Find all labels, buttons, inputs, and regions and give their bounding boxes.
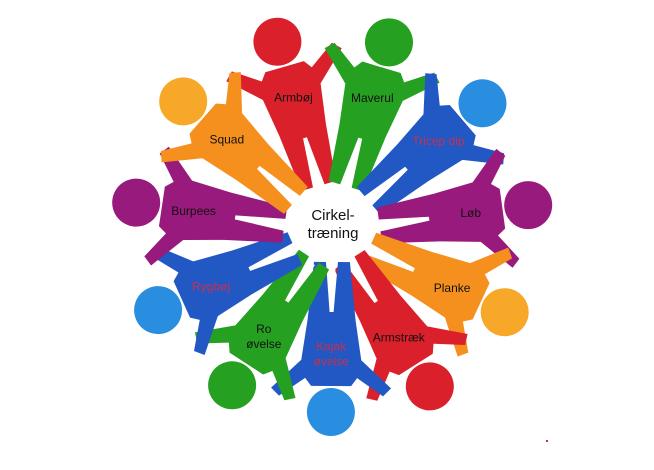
exercise-label: øvelse xyxy=(246,337,282,351)
person-head xyxy=(306,388,355,436)
person-figure xyxy=(194,249,330,410)
leg-gap xyxy=(304,141,322,184)
person-body xyxy=(361,232,513,357)
exercise-label: Armstræk xyxy=(373,330,426,344)
exercise-label: Kajak xyxy=(316,340,347,354)
center-label-line2: træning xyxy=(308,225,359,242)
leg-gap xyxy=(383,217,426,229)
person-head xyxy=(480,288,529,337)
person-figure xyxy=(271,261,392,436)
person-head xyxy=(208,361,257,410)
person-body xyxy=(160,72,308,214)
person-figure xyxy=(324,18,440,192)
leg-gap xyxy=(287,260,315,300)
person-body xyxy=(271,261,392,397)
person-body xyxy=(151,232,303,355)
leg-gap xyxy=(343,141,361,184)
person-head xyxy=(134,286,183,335)
person-figure xyxy=(361,232,529,357)
exercise-label: øvelse xyxy=(314,355,350,369)
person-head xyxy=(112,178,161,227)
leg-gap xyxy=(370,247,412,271)
person-figure xyxy=(159,72,308,214)
person-head xyxy=(365,18,413,67)
center-label-line1: Cirkel- xyxy=(311,207,354,224)
person-head xyxy=(504,181,553,230)
leg-gap xyxy=(260,168,296,201)
person-figure xyxy=(356,73,507,215)
person-head xyxy=(458,79,507,128)
exercise-label: Armbøj xyxy=(274,90,313,104)
person-body xyxy=(334,250,468,401)
exercise-label: Planke xyxy=(434,281,471,295)
exercise-label: Rygbøj xyxy=(192,279,230,293)
leg-gap xyxy=(238,216,282,228)
person-head xyxy=(159,77,208,126)
person-body xyxy=(194,249,330,401)
exercise-label: Ro xyxy=(256,322,272,336)
person-figure xyxy=(134,232,303,355)
person-figure xyxy=(112,146,288,266)
exercise-label: Løb xyxy=(460,206,481,220)
person-body xyxy=(377,148,520,268)
exercise-label: Burpees xyxy=(171,204,216,218)
person-head xyxy=(253,17,302,66)
person-figure xyxy=(226,17,342,191)
person-body xyxy=(226,42,342,191)
person-body xyxy=(144,146,288,266)
exercise-label: Squad xyxy=(209,133,244,147)
leg-gap xyxy=(252,246,293,270)
person-figure xyxy=(377,148,553,268)
leg-gap xyxy=(328,265,336,309)
exercise-label: Maverul xyxy=(351,91,394,105)
dot xyxy=(546,440,548,442)
leg-gap xyxy=(369,169,405,201)
exercise-label: Tricep dip xyxy=(412,134,465,148)
person-head xyxy=(405,362,454,411)
person-body xyxy=(324,42,440,192)
leg-gap xyxy=(348,261,376,300)
person-figure xyxy=(334,250,468,411)
person-body xyxy=(356,73,505,215)
